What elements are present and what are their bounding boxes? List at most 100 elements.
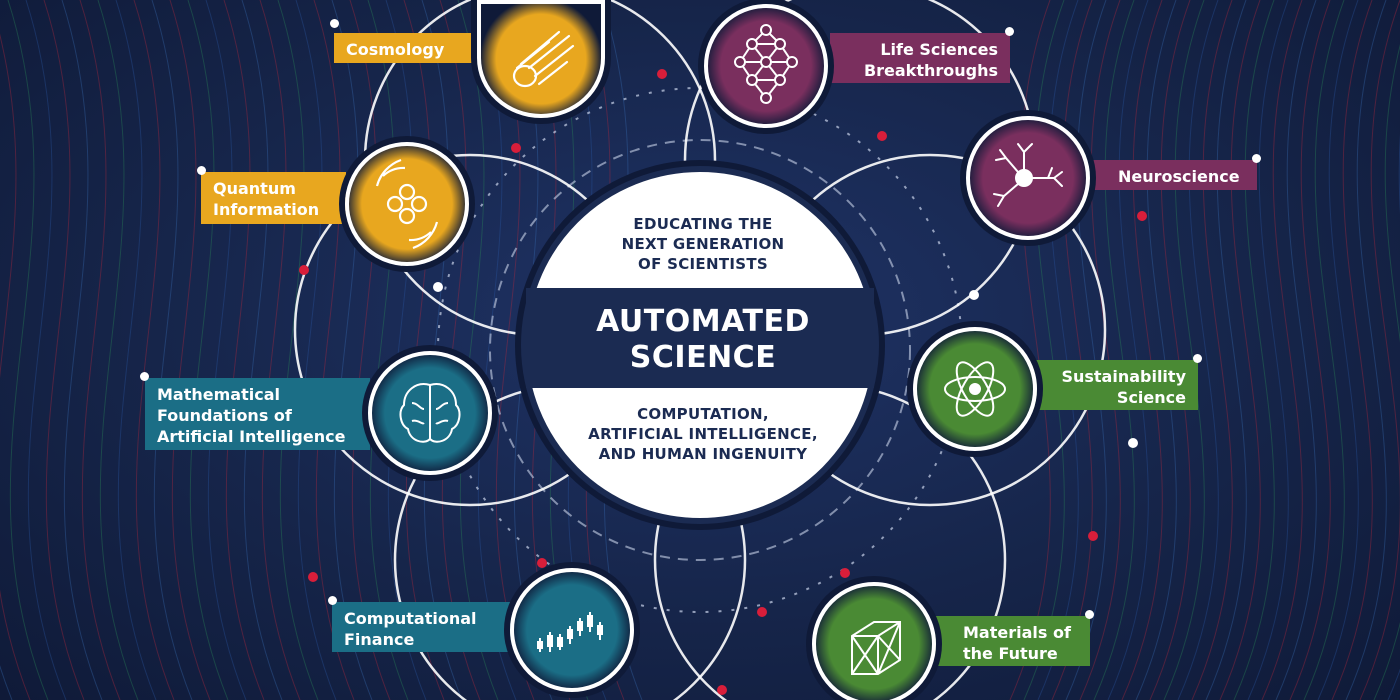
bg-line-left bbox=[349, 0, 391, 700]
label-math-ai: Mathematical Foundations of Artificial I… bbox=[140, 372, 370, 450]
bg-line-left bbox=[403, 0, 445, 700]
bg-line-right bbox=[1373, 44, 1400, 700]
bg-line-right bbox=[1191, 0, 1233, 700]
label-cosmology-line-1: Cosmology bbox=[346, 40, 445, 59]
center-bottom-line-2: ARTIFICIAL INTELLIGENCE, bbox=[588, 425, 818, 443]
label-finance-line-2: Finance bbox=[344, 630, 415, 649]
bg-line-right bbox=[1345, 0, 1387, 700]
bg-line-right bbox=[1037, 0, 1079, 700]
quantum-icon bbox=[375, 158, 439, 250]
node-materials bbox=[812, 582, 936, 700]
cube-lattice-icon bbox=[851, 621, 901, 675]
label-life-line-2: Breakthroughs bbox=[863, 61, 998, 80]
red-node-dot bbox=[717, 685, 727, 695]
red-node-dot bbox=[308, 572, 318, 582]
node-neuroscience bbox=[966, 116, 1090, 240]
inner-dashed-ring bbox=[489, 139, 911, 561]
bg-line-left bbox=[313, 0, 355, 700]
label-math-ai-line-2: Foundations of bbox=[157, 406, 292, 425]
center-title-line-1: AUTOMATED bbox=[596, 304, 810, 339]
red-node-dot bbox=[877, 131, 887, 141]
white-node-dot bbox=[969, 290, 979, 300]
white-node-dot bbox=[433, 282, 443, 292]
bg-line-left bbox=[151, 0, 193, 700]
bg-line-left bbox=[205, 0, 247, 700]
label-cosmology: Cosmology bbox=[330, 19, 474, 63]
label-quantum-line-2: Information bbox=[213, 200, 320, 219]
bg-line-right bbox=[1177, 0, 1219, 700]
bg-line-left bbox=[475, 0, 517, 700]
bg-line-right bbox=[1079, 0, 1121, 700]
red-node-dot bbox=[299, 265, 309, 275]
bg-line-right bbox=[1359, 0, 1400, 700]
bg-line-left bbox=[457, 0, 499, 700]
bg-line-left bbox=[115, 0, 157, 700]
bg-line-left bbox=[331, 0, 373, 700]
bg-line-right bbox=[1303, 0, 1345, 700]
node-cosmology bbox=[477, 0, 605, 118]
bg-line-left bbox=[259, 0, 301, 700]
bg-line-right bbox=[1093, 0, 1135, 700]
bg-line-right bbox=[1135, 0, 1177, 700]
brain-icon bbox=[399, 383, 461, 443]
label-finance-line-1: Computational bbox=[344, 609, 477, 628]
label-life-line-1: Life Sciences bbox=[880, 40, 998, 59]
label-materials-line-1: Materials of bbox=[963, 623, 1071, 642]
bg-line-left bbox=[79, 0, 121, 700]
bg-line-right bbox=[1247, 0, 1289, 700]
node-quantum bbox=[345, 142, 469, 266]
atom-icon bbox=[944, 361, 1006, 417]
label-quantum: Quantum Information bbox=[197, 166, 346, 224]
bg-line-right bbox=[1163, 0, 1205, 700]
bg-line-right bbox=[1331, 0, 1373, 700]
label-math-ai-line-1: Mathematical bbox=[157, 385, 280, 404]
label-materials-line-2: the Future bbox=[963, 644, 1058, 663]
comet-icon bbox=[512, 30, 575, 88]
bg-line-right bbox=[1261, 0, 1303, 700]
bg-line-right bbox=[1121, 0, 1163, 700]
label-finance: Computational Finance bbox=[328, 596, 512, 652]
bg-line-left bbox=[421, 0, 463, 700]
label-life-sciences: Life Sciences Breakthroughs bbox=[830, 27, 1014, 83]
label-neuroscience: Neuroscience bbox=[1092, 154, 1261, 190]
bg-line-left bbox=[25, 0, 67, 700]
network-icon bbox=[734, 24, 798, 104]
center-band bbox=[526, 288, 874, 388]
bg-line-right bbox=[1317, 0, 1359, 700]
bg-line-left bbox=[223, 0, 265, 700]
label-sustain-line-1: Sustainability bbox=[1061, 367, 1186, 386]
center-bottom-line-1: COMPUTATION, bbox=[637, 405, 769, 423]
bg-line-left bbox=[385, 0, 427, 700]
bg-line-right bbox=[1275, 0, 1317, 700]
label-sustainability: Sustainability Science bbox=[1028, 354, 1202, 410]
bg-line-right bbox=[1233, 0, 1275, 700]
center-title-line-2: SCIENCE bbox=[629, 340, 777, 375]
bg-line-right bbox=[1289, 0, 1331, 700]
bg-line-left bbox=[439, 0, 481, 700]
bg-line-left bbox=[241, 0, 283, 700]
node-math-ai bbox=[368, 351, 492, 475]
center-top-line-3: OF SCIENTISTS bbox=[638, 255, 768, 273]
label-quantum-line-1: Quantum bbox=[213, 179, 296, 198]
node-sustainability bbox=[913, 327, 1037, 451]
bg-line-right bbox=[1023, 0, 1065, 700]
bg-line-left bbox=[367, 0, 409, 700]
red-node-dot bbox=[537, 558, 547, 568]
bg-line-left bbox=[133, 0, 175, 700]
neuron-icon bbox=[993, 143, 1063, 207]
label-math-ai-line-3: Artificial Intelligence bbox=[157, 427, 346, 446]
bg-line-left bbox=[43, 0, 85, 700]
red-node-dot bbox=[511, 143, 521, 153]
center-bottom-line-3: AND HUMAN INGENUITY bbox=[598, 445, 808, 463]
bg-line-left bbox=[61, 0, 103, 700]
bg-line-left bbox=[169, 0, 211, 700]
red-node-dot bbox=[657, 69, 667, 79]
center-title: AUTOMATED SCIENCE bbox=[553, 304, 853, 376]
bg-line-left bbox=[7, 0, 49, 700]
bg-line-right bbox=[1205, 0, 1247, 700]
bg-line-right bbox=[1149, 0, 1191, 700]
candlestick-icon bbox=[537, 612, 603, 652]
label-sustain-line-2: Science bbox=[1116, 388, 1186, 407]
